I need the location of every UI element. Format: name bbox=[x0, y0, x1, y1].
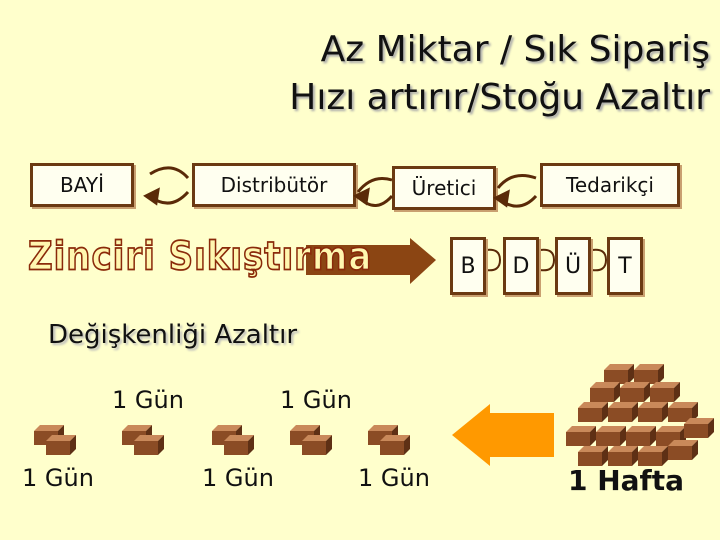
day-label: 1 Gün bbox=[112, 386, 184, 414]
day-label: 1 Gün bbox=[280, 386, 352, 414]
day-label: 1 Gün bbox=[22, 464, 94, 492]
week-label: 1 Hafta bbox=[568, 464, 685, 497]
brick-stack-icon bbox=[34, 425, 76, 455]
day-label: 1 Gün bbox=[202, 464, 274, 492]
loop-arrow-icon bbox=[485, 248, 502, 272]
brick-stack-icon bbox=[212, 425, 254, 455]
loop-arrow-icon bbox=[539, 248, 556, 272]
chain-box-uretici: Üretici bbox=[392, 166, 496, 210]
chain-box-distributor: Distribütör bbox=[192, 163, 356, 207]
curved-arrow-icon bbox=[493, 174, 538, 208]
compressed-box-d: D bbox=[503, 237, 539, 295]
orange-left-arrow-icon bbox=[452, 404, 554, 466]
curved-arrow-icon bbox=[143, 166, 190, 206]
loop-arrow-icon bbox=[591, 248, 608, 272]
page-title-line1: Az Miktar / Sık Sipariş bbox=[320, 29, 710, 70]
brick-stack-icon bbox=[290, 425, 332, 455]
chain-box-bayi: BAYİ bbox=[30, 163, 134, 207]
variability-heading: Değişkenliği Azaltır bbox=[48, 320, 298, 350]
curved-arrow-icon bbox=[353, 177, 394, 207]
brick-pyramid-icon bbox=[566, 364, 714, 466]
brick-stack-icon bbox=[122, 425, 164, 455]
compressed-box-u: Ü bbox=[555, 237, 591, 295]
compress-chain-label: Zinciri Sıkıştırma bbox=[27, 233, 373, 281]
page-title-line2: Hızı artırır/Stoğu Azaltır bbox=[289, 77, 710, 118]
compressed-box-b: B bbox=[450, 237, 486, 295]
day-label: 1 Gün bbox=[358, 464, 430, 492]
brick-stack-icon bbox=[368, 425, 410, 455]
compressed-box-t: T bbox=[607, 237, 643, 295]
chain-box-tedarikci: Tedarikçi bbox=[540, 163, 680, 207]
